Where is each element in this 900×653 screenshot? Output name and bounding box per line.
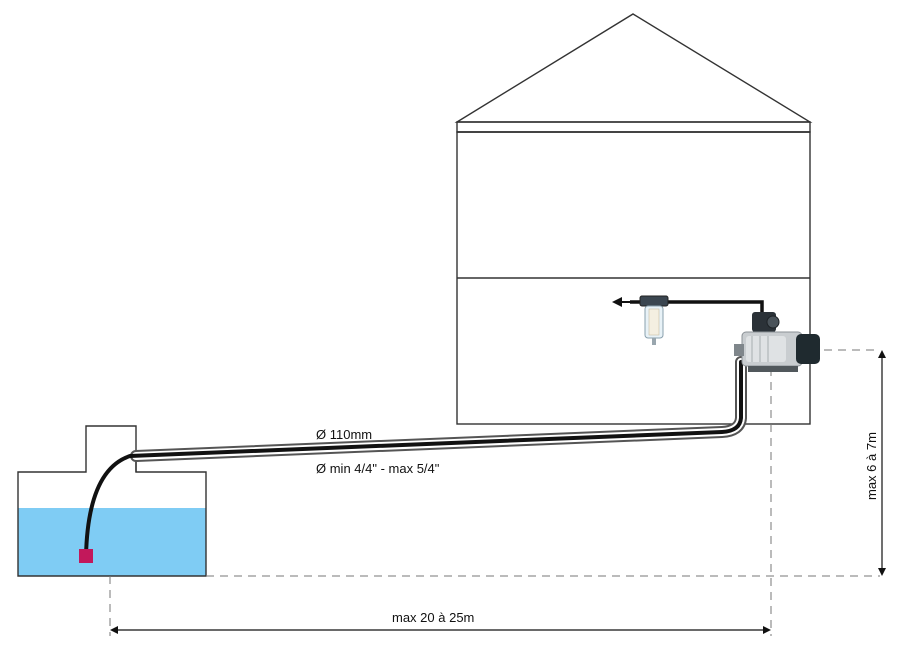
height-dimension [878, 350, 886, 576]
foot-valve-icon [79, 549, 93, 563]
tank-outline [17, 425, 207, 577]
pipe-diameter-label: Ø 110mm [316, 427, 372, 442]
suction-pipes [84, 356, 747, 558]
water-tank [17, 425, 207, 577]
outlet-arrow-icon [612, 297, 622, 307]
reference-lines [109, 349, 880, 636]
distance-dimension [110, 626, 771, 634]
house [454, 13, 813, 425]
delivery-line [612, 297, 764, 322]
suction-hose [84, 360, 743, 558]
max-distance-label: max 20 à 25m [392, 610, 474, 625]
jet-pump-icon [734, 312, 820, 372]
water-filter-icon [639, 295, 669, 345]
hose-diameter-label: Ø min 4/4" - max 5/4" [316, 461, 440, 476]
house-walls [456, 131, 811, 425]
house-roof [454, 13, 813, 123]
max-height-label: max 6 à 7m [864, 432, 879, 500]
water-body [18, 508, 206, 576]
house-upper-floor [456, 121, 811, 133]
